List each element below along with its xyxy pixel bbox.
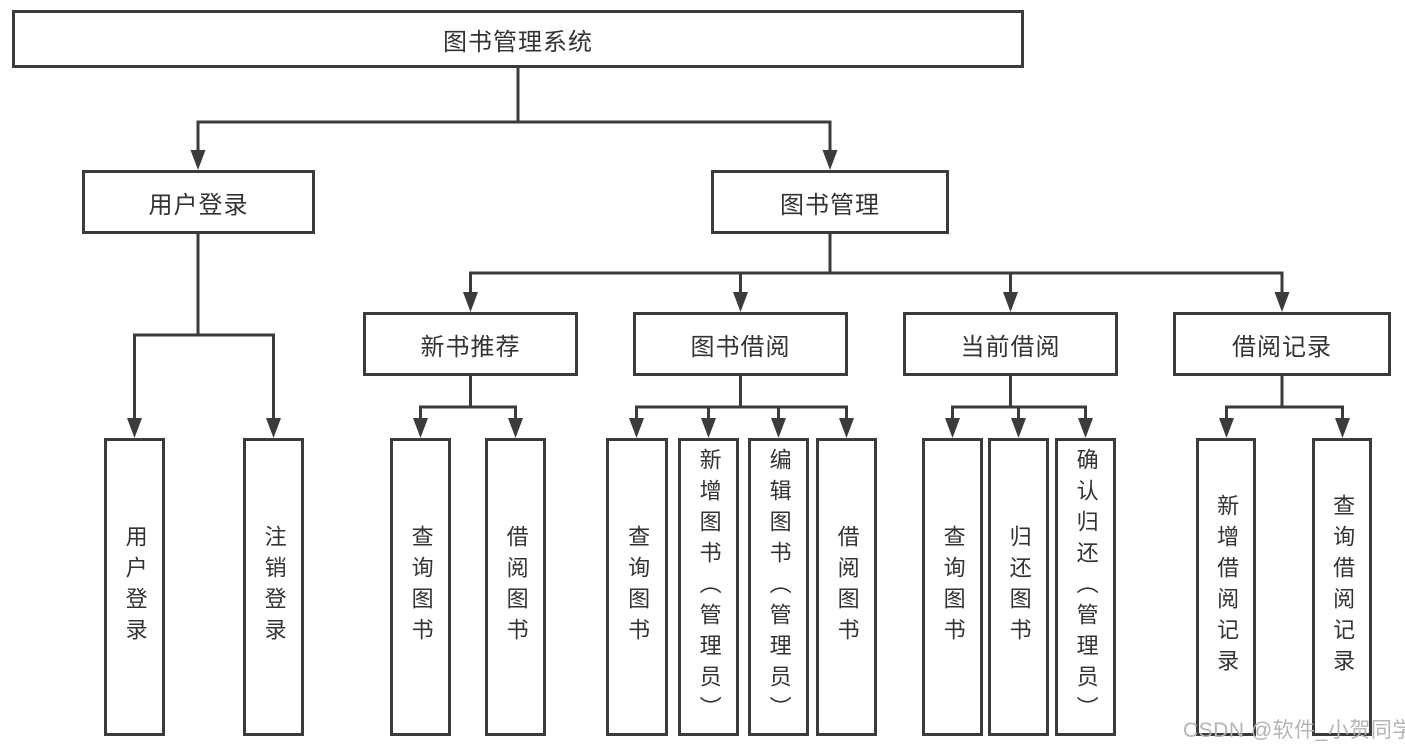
leaf-borrowing-query-books-label: 查询图书: [625, 525, 651, 649]
node-book-management-label: 图书管理: [780, 191, 880, 219]
connector-user-login-children: [127, 234, 281, 438]
leaf-recommend-borrow-books: 借阅图书: [485, 438, 546, 736]
connector-new-book-recommend-children: [413, 376, 523, 438]
leaf-records-add-record: 新增借阅记录: [1196, 438, 1256, 736]
connector-book-management-children: [463, 234, 1290, 312]
leaf-current-return-book-label: 归还图书: [1006, 525, 1032, 649]
leaf-borrowing-borrow-books-label: 借阅图书: [834, 525, 860, 649]
node-current-borrowing-label: 当前借阅: [960, 333, 1061, 361]
node-new-book-recommend-label: 新书推荐: [420, 333, 521, 361]
connector-current-borrowing-children: [945, 376, 1093, 438]
leaf-recommend-query-books-label: 查询图书: [408, 525, 434, 649]
leaf-records-query-record-label: 查询借阅记录: [1330, 494, 1356, 680]
leaf-recommend-query-books: 查询图书: [390, 438, 451, 736]
node-user-login-label: 用户登录: [148, 191, 249, 219]
leaf-current-query-books-label: 查询图书: [940, 525, 966, 649]
leaf-user-login: 用户登录: [104, 438, 165, 736]
csdn-watermark: CSDN @软件_小贺同学: [1183, 719, 1405, 742]
leaf-borrowing-add-book-admin: 新增图书（管理员）: [678, 438, 739, 736]
leaf-current-confirm-return-admin: 确认归还（管理员）: [1055, 438, 1116, 736]
leaf-records-query-record: 查询借阅记录: [1312, 438, 1372, 736]
leaf-borrowing-edit-book-admin: 编辑图书（管理员）: [748, 438, 809, 736]
leaf-user-login-label: 用户登录: [122, 525, 148, 649]
leaf-current-query-books: 查询图书: [922, 438, 983, 736]
node-book-management: 图书管理: [711, 170, 949, 234]
node-root-library-management-system: 图书管理系统: [12, 10, 1024, 68]
leaf-borrowing-add-book-admin-label: 新增图书（管理员）: [696, 447, 722, 727]
leaf-records-add-record-label: 新增借阅记录: [1214, 494, 1240, 680]
leaf-logout-label: 注销登录: [261, 525, 287, 649]
connector-borrowing-records-children: [1219, 376, 1350, 438]
node-current-borrowing: 当前借阅: [903, 312, 1118, 376]
node-borrowing-records-label: 借阅记录: [1232, 333, 1332, 361]
node-book-borrowing-label: 图书借阅: [690, 333, 791, 361]
leaf-borrowing-borrow-books: 借阅图书: [816, 438, 877, 736]
leaf-borrowing-edit-book-admin-label: 编辑图书（管理员）: [766, 447, 792, 727]
leaf-recommend-borrow-books-label: 借阅图书: [503, 525, 529, 649]
leaf-logout: 注销登录: [243, 438, 304, 736]
node-new-book-recommend: 新书推荐: [363, 312, 578, 376]
node-book-borrowing: 图书借阅: [633, 312, 848, 376]
node-user-login: 用户登录: [82, 170, 315, 234]
node-borrowing-records: 借阅记录: [1173, 312, 1391, 376]
node-root-label: 图书管理系统: [443, 28, 593, 56]
connector-book-borrowing-children: [629, 376, 854, 438]
leaf-current-return-book: 归还图书: [988, 438, 1049, 736]
leaf-current-confirm-return-admin-label: 确认归还（管理员）: [1073, 447, 1099, 727]
connector-root-to-level2: [190, 68, 838, 170]
leaf-borrowing-query-books: 查询图书: [606, 438, 668, 736]
